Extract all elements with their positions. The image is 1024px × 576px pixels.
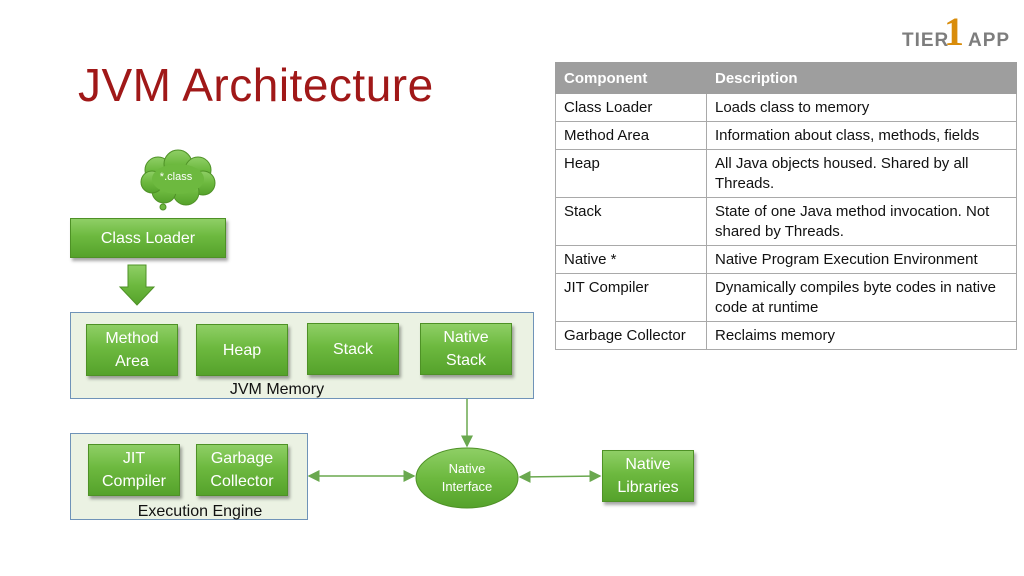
table-row: Class Loader Loads class to memory [555, 93, 1017, 122]
down-arrow-icon [118, 264, 156, 306]
garbage-collector-box: Garbage Collector [196, 444, 288, 496]
gc-line1: Garbage [210, 450, 274, 467]
class-file-label: *.class [159, 171, 193, 183]
native-interface-label: Native Interface [416, 460, 518, 496]
row-component: Native * [555, 245, 707, 274]
native-interface-line2: Interface [441, 479, 493, 494]
tier1app-logo: TIER 1 APP [902, 12, 1014, 58]
table-header-row: Component Description [555, 62, 1017, 94]
table-row: Method Area Information about class, met… [555, 121, 1017, 150]
native-stack-line2: Stack [445, 352, 486, 369]
row-component: Method Area [555, 121, 707, 150]
row-component: Garbage Collector [555, 321, 707, 350]
row-component: Heap [555, 149, 707, 198]
native-interface-ellipse [415, 447, 519, 509]
native-libraries-box: Native Libraries [602, 450, 694, 502]
row-component: Stack [555, 197, 707, 246]
stack-label: Stack [332, 340, 373, 358]
row-description: Reclaims memory [706, 321, 1017, 350]
table-row: Native * Native Program Execution Enviro… [555, 245, 1017, 274]
row-description: Information about class, methods, fields [706, 121, 1017, 150]
method-area-line2: Area [115, 353, 149, 370]
row-description: State of one Java method invocation. Not… [706, 197, 1017, 246]
table-row: JIT Compiler Dynamically compiles byte c… [555, 273, 1017, 322]
heap-box: Heap [196, 324, 288, 376]
method-area-line1: Method [105, 330, 159, 347]
logo-text-tier: TIER [902, 30, 950, 51]
execution-engine-label: Execution Engine [137, 503, 263, 520]
header-component: Component [555, 62, 707, 94]
native-interface-line1: Native [448, 461, 486, 476]
jit-line1: JIT [122, 450, 146, 467]
row-description: Native Program Execution Environment [706, 245, 1017, 274]
table-row: Stack State of one Java method invocatio… [555, 197, 1017, 246]
row-description: All Java objects housed. Shared by all T… [706, 149, 1017, 198]
page-title: JVM Architecture [78, 59, 434, 111]
table-row: Heap All Java objects housed. Shared by … [555, 149, 1017, 198]
row-component: Class Loader [555, 93, 707, 122]
stack-box: Stack [307, 323, 399, 375]
row-description: Loads class to memory [706, 93, 1017, 122]
table-row: Garbage Collector Reclaims memory [555, 321, 1017, 350]
row-component: JIT Compiler [555, 273, 707, 322]
native-libraries-line1: Native [625, 456, 671, 473]
native-stack-line1: Native [443, 329, 489, 346]
logo-digit: 1 [944, 9, 964, 54]
heap-label: Heap [222, 341, 262, 359]
method-area-box: Method Area [86, 324, 178, 376]
row-description: Dynamically compiles byte codes in nativ… [706, 273, 1017, 322]
jit-compiler-box: JIT Compiler [88, 444, 180, 496]
class-file-cloud [140, 149, 216, 211]
class-loader-box: Class Loader [70, 218, 226, 258]
native-stack-box: Native Stack [420, 323, 512, 375]
gc-line2: Collector [210, 473, 274, 490]
header-description: Description [706, 62, 1017, 94]
jvm-memory-label: JVM Memory [229, 381, 325, 398]
component-table: Component Description Class Loader Loads… [555, 62, 1017, 350]
logo-text-app: APP [968, 30, 1011, 51]
jit-line2: Compiler [101, 473, 166, 490]
native-libraries-line2: Libraries [617, 479, 679, 496]
